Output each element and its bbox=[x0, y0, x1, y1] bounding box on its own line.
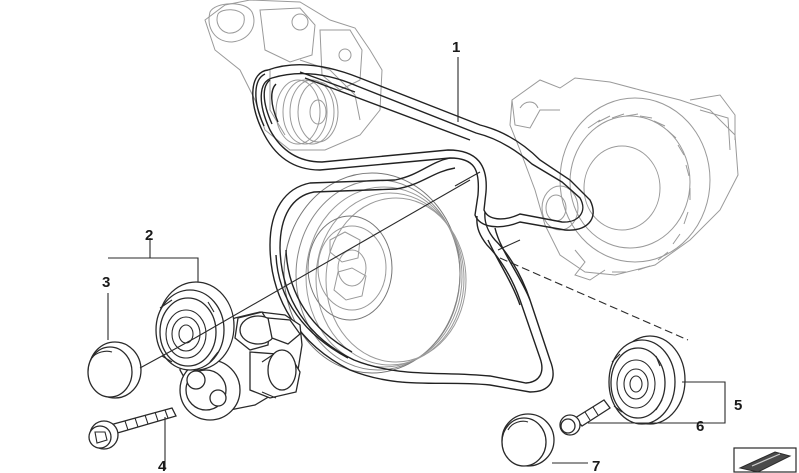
drive-belt bbox=[252, 64, 594, 393]
belt-reference-icon bbox=[733, 447, 797, 473]
callout-7: 7 bbox=[592, 458, 600, 473]
tensioner-bolt bbox=[88, 407, 177, 450]
callout-1: 1 bbox=[452, 39, 460, 56]
callout-6: 6 bbox=[696, 418, 704, 435]
callout-3: 3 bbox=[102, 274, 110, 291]
water-pump-housing-ghost bbox=[204, 0, 383, 151]
callout-2: 2 bbox=[145, 227, 153, 244]
callout-5: 5 bbox=[734, 397, 742, 414]
callout-4: 4 bbox=[158, 458, 167, 473]
tensioner-pulley-cap bbox=[87, 341, 142, 399]
idler-pulley bbox=[608, 335, 686, 425]
crankshaft-pulley bbox=[283, 172, 467, 374]
idler-pulley-cap bbox=[501, 413, 555, 467]
alternator-ghost bbox=[509, 77, 739, 281]
water-pump-pulley-ghost bbox=[275, 79, 339, 145]
tensioner-idler-pulley bbox=[155, 281, 235, 371]
idler-pulley-bolt bbox=[559, 399, 611, 436]
leader-lines bbox=[107, 57, 726, 470]
